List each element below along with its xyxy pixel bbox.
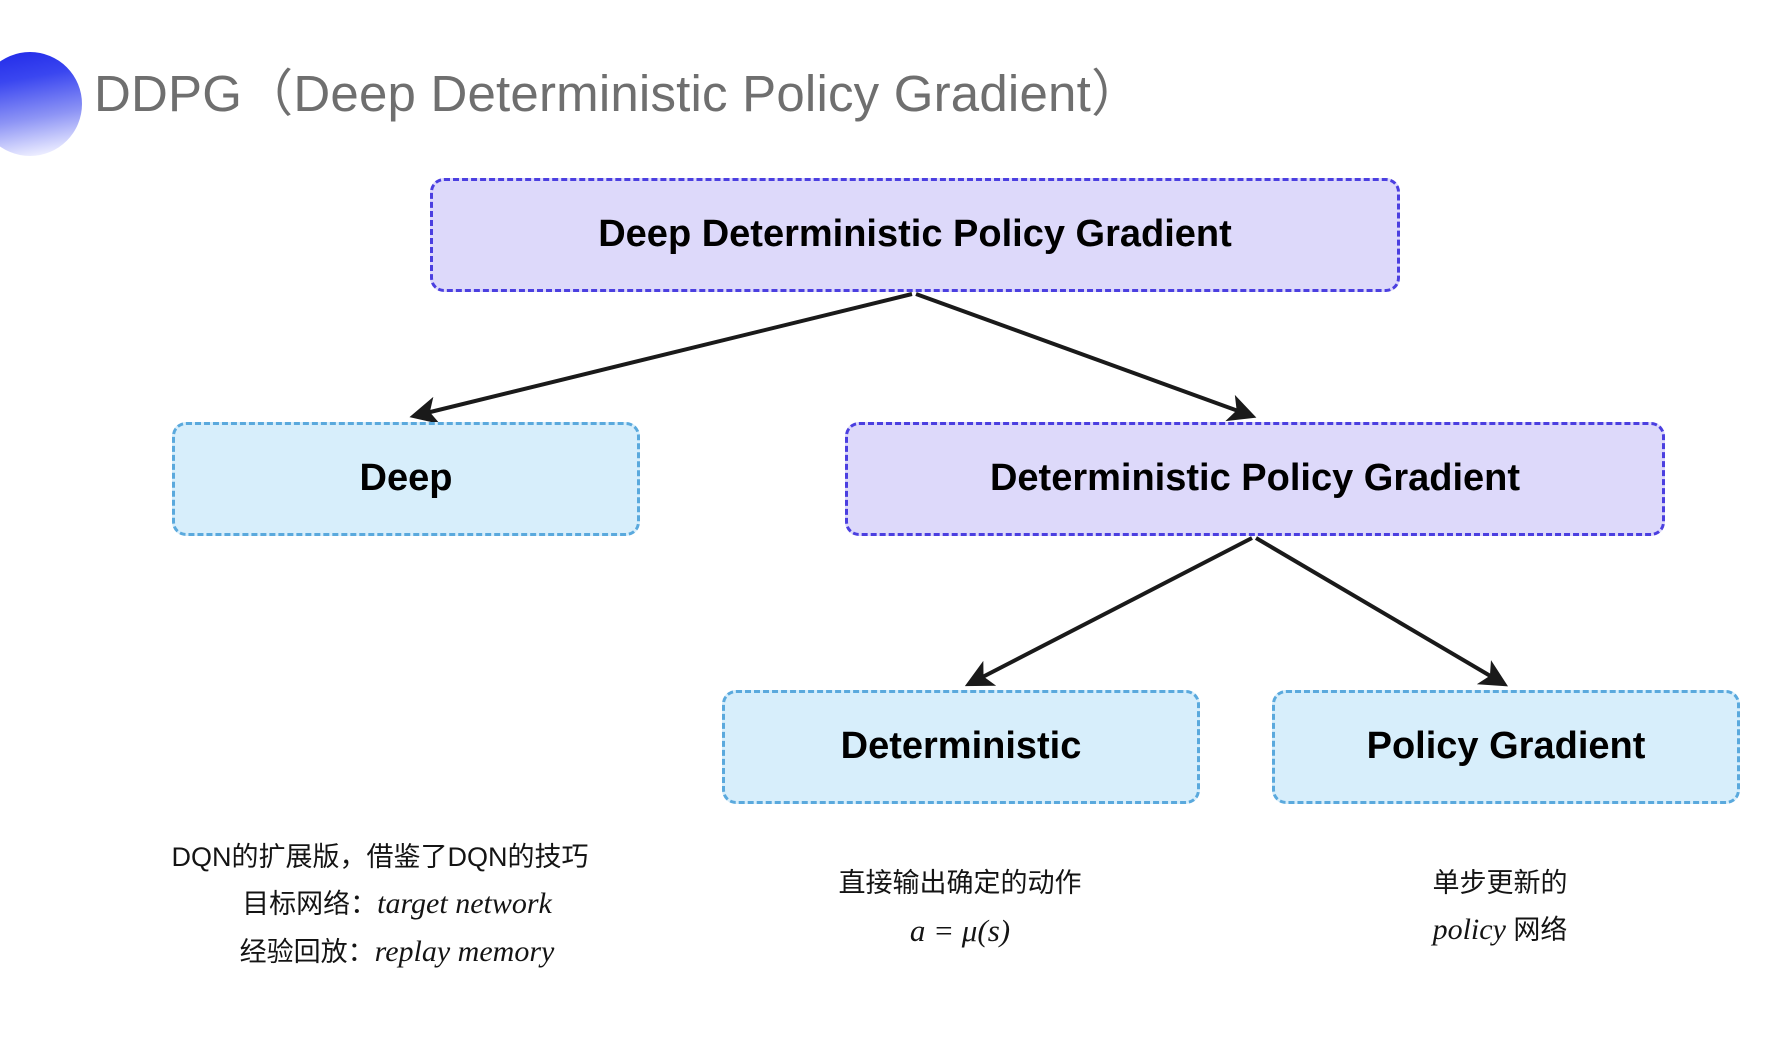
- caption-deep-line-2-value: target network: [377, 886, 552, 920]
- caption-deterministic: 直接输出确定的动作 a = μ(s): [760, 862, 1160, 956]
- node-deterministic[interactable]: Deterministic: [722, 690, 1200, 804]
- edge-dpg-to-deterministic: [964, 536, 1253, 687]
- caption-deep-line-3-value: replay memory: [374, 935, 555, 969]
- caption-policy-gradient-line-2: policy 网络: [1300, 906, 1700, 955]
- caption-policy-gradient-line-1: 单步更新的: [1432, 868, 1568, 898]
- title-bullet-circle-icon: [0, 52, 82, 156]
- caption-deep-line-3: 经验回放：replay memory: [90, 928, 670, 977]
- caption-deterministic-formula: a = μ(s): [909, 912, 1011, 948]
- caption-deep-line-1: DQN的扩展版，借鉴了DQN的技巧: [171, 842, 589, 872]
- edge-dpg-to-policy-gradient: [1254, 536, 1509, 687]
- node-deep[interactable]: Deep: [172, 422, 640, 536]
- node-deterministic-policy-gradient[interactable]: Deterministic Policy Gradient: [845, 422, 1665, 536]
- caption-policy-gradient-line-2-label: 网络: [1505, 914, 1568, 945]
- edge-root-to-deep: [409, 292, 913, 425]
- node-deep-deterministic-policy-gradient[interactable]: Deep Deterministic Policy Gradient: [430, 178, 1400, 292]
- caption-deep-line-3-label: 经验回放：: [239, 937, 375, 968]
- caption-deterministic-line-1: 直接输出确定的动作: [838, 868, 1082, 898]
- caption-deep-line-2-label: 目标网络：: [242, 888, 378, 919]
- page-title: DDPG（Deep Deterministic Policy Gradient）: [94, 65, 1143, 122]
- edge-root-to-dpg: [915, 292, 1257, 422]
- caption-policy-gradient: 单步更新的 policy 网络: [1300, 862, 1700, 954]
- caption-policy-gradient-line-2-value: policy: [1432, 912, 1506, 946]
- node-policy-gradient[interactable]: Policy Gradient: [1272, 690, 1740, 804]
- caption-deep-line-2: 目标网络：target network: [90, 880, 670, 929]
- caption-deep: DQN的扩展版，借鉴了DQN的技巧 目标网络：target network 经验…: [90, 836, 670, 977]
